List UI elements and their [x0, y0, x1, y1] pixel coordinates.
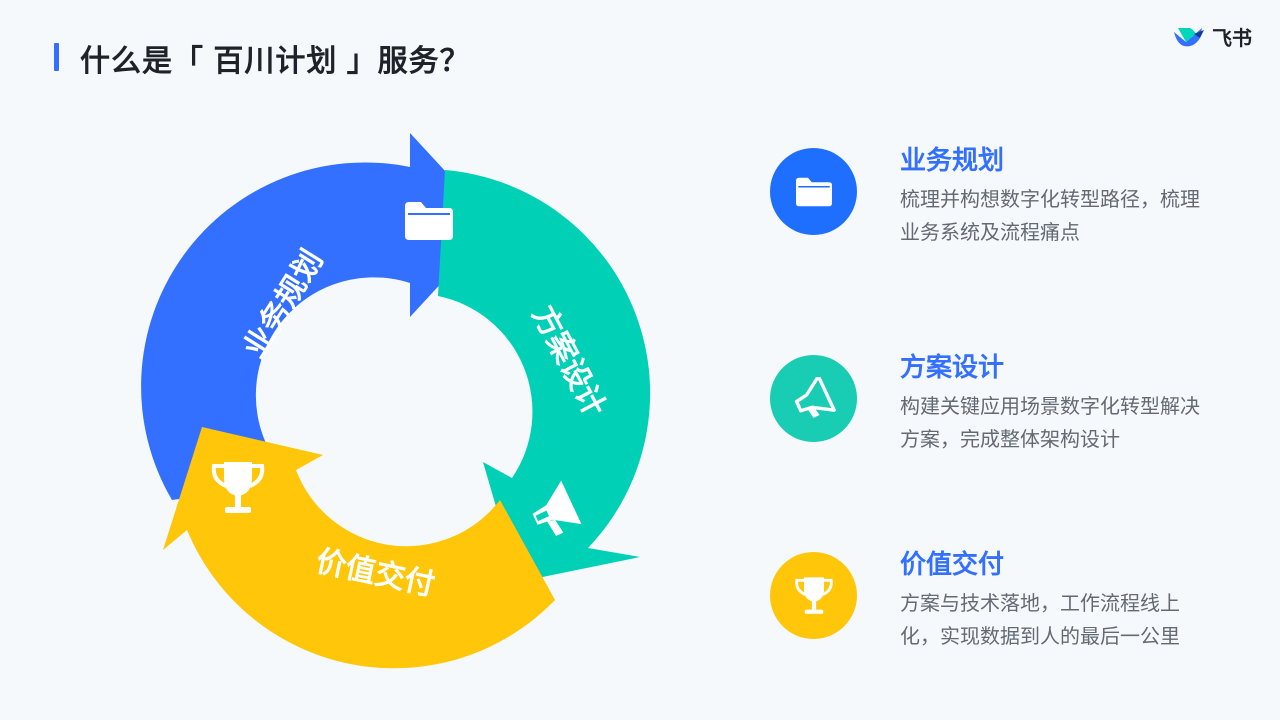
- trophy-icon: [211, 462, 265, 513]
- item-icon-circle: [770, 552, 857, 639]
- page-title: 什么是「 百川计划 」服务？: [80, 45, 471, 78]
- segment-business-planning: [141, 133, 496, 500]
- cycle-diagram: 业务规划 方案设计 价值交付: [141, 133, 651, 669]
- item-solution-design: 方案设计 构建关键应用场景数字化转型解决方案，完成整体架构设计: [770, 352, 1210, 455]
- logo-text: 飞书: [1212, 28, 1252, 50]
- segment-solution-design: [438, 170, 651, 582]
- title-accent-bar: [54, 43, 59, 71]
- folder-icon: [795, 177, 832, 206]
- item-icon-circle: [770, 148, 857, 235]
- item-icon-circle: [770, 355, 857, 442]
- feishu-bird-icon: [1174, 27, 1204, 46]
- item-description: 梳理并构想数字化转型路径，梳理业务系统及流程痛点: [900, 189, 1200, 244]
- item-business-planning: 业务规划 梳理并构想数字化转型路径，梳理业务系统及流程痛点: [770, 145, 1210, 248]
- item-title: 价值交付: [900, 549, 1005, 579]
- item-title: 方案设计: [900, 352, 1005, 382]
- megaphone-icon: [794, 376, 836, 418]
- megaphone-icon: [532, 480, 582, 536]
- trophy-icon: [794, 576, 833, 614]
- feishu-logo: 飞书: [1172, 22, 1252, 51]
- item-value-delivery: 价值交付 方案与技术落地，工作流程线上化，实现数据到人的最后一公里: [770, 549, 1210, 652]
- item-title: 业务规划: [900, 145, 1005, 175]
- item-description: 构建关键应用场景数字化转型解决方案，完成整体架构设计: [900, 396, 1200, 451]
- segment-value-delivery: [163, 427, 555, 669]
- item-description: 方案与技术落地，工作流程线上化，实现数据到人的最后一公里: [900, 593, 1180, 648]
- folder-icon: [405, 202, 453, 240]
